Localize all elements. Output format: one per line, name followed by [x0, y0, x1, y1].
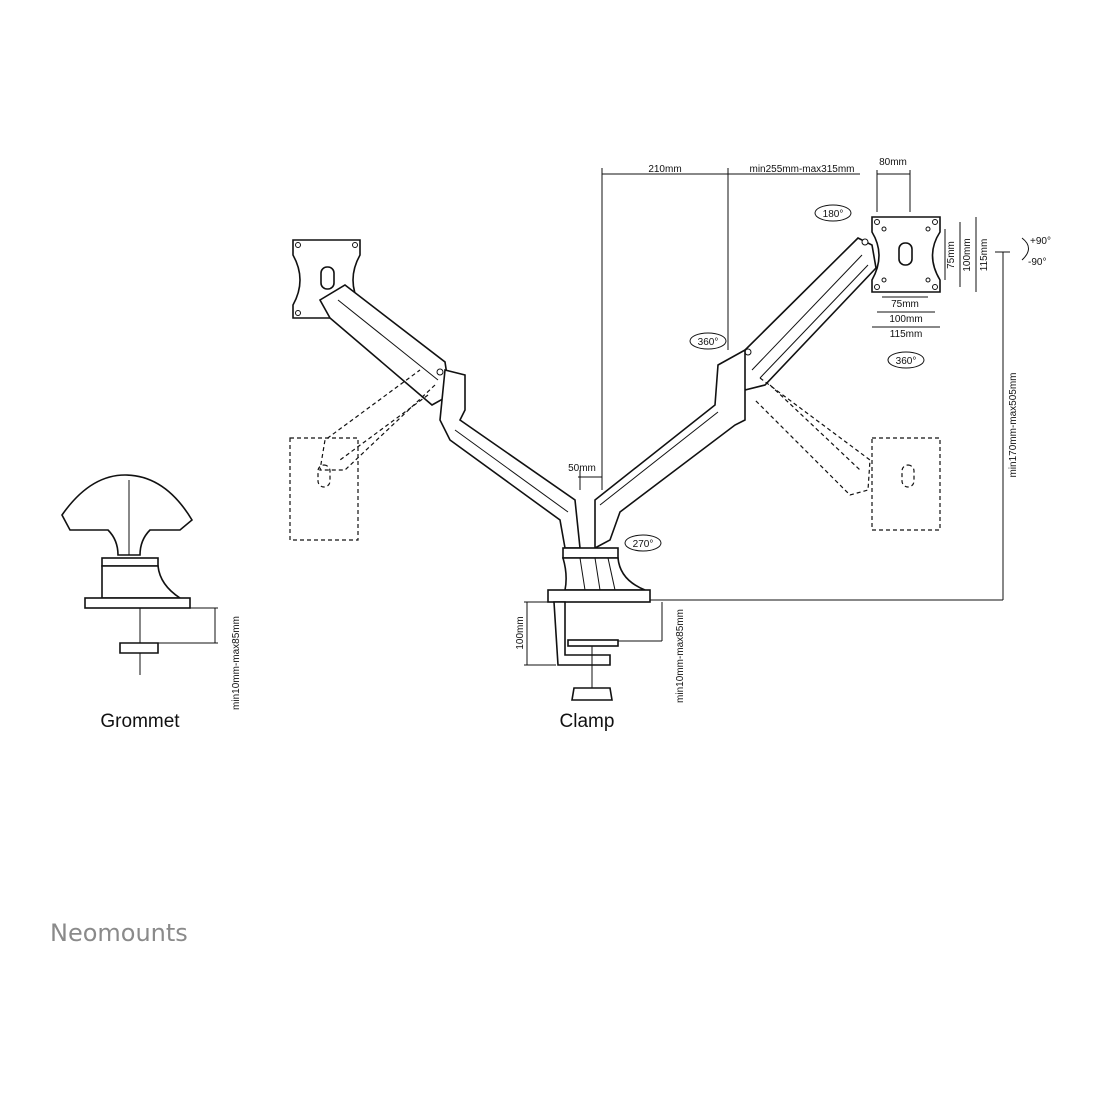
svg-text:270°: 270° — [633, 539, 654, 550]
vesa-75-horizontal-label: 75mm — [891, 299, 919, 310]
clamp-desk-range-label: min10mm-max85mm — [675, 609, 686, 703]
svg-text:180°: 180° — [823, 209, 844, 220]
rotation-badge-270: 270° — [624, 534, 662, 552]
left-arm-dashed-position — [319, 369, 436, 471]
vesa-75-vertical-label: 75mm — [946, 241, 957, 269]
tilt-minus-label: -90° — [1028, 257, 1046, 268]
clamp-caption: Clamp — [560, 711, 615, 732]
rotation-badge-360-arm: 360° — [689, 332, 727, 350]
right-upper-arm — [739, 237, 877, 391]
height-dimension-lines — [650, 251, 1010, 601]
grommet-desk-range-label: min10mm-max85mm — [231, 616, 242, 710]
grommet-caption: Grommet — [100, 711, 180, 732]
arm-extension-label: min255mm-max315mm — [749, 164, 854, 175]
plate-offset-label: 80mm — [879, 157, 907, 168]
tilt-plus-label: +90° — [1030, 236, 1051, 247]
left-dashed-vesa-plate — [289, 437, 359, 541]
vesa-100-horizontal-label: 100mm — [889, 314, 922, 325]
right-dashed-vesa-plate — [871, 437, 941, 531]
vesa-100-vertical-label: 100mm — [962, 238, 973, 271]
height-range-label: min170mm-max505mm — [1008, 372, 1019, 477]
rotation-badge-360-plate: 360° — [887, 351, 925, 369]
clamp-height-label: 100mm — [515, 616, 526, 649]
left-lower-arm — [439, 368, 581, 549]
pole-gap-label: 50mm — [568, 463, 596, 474]
vesa-115-vertical-label: 115mm — [979, 239, 990, 272]
clamp-base — [547, 547, 651, 603]
arm-offset-label: 210mm — [648, 164, 681, 175]
right-arm-dashed-position — [754, 377, 871, 496]
vesa-dimension-lines — [872, 217, 977, 328]
right-lower-arm — [594, 348, 746, 550]
grommet-mount — [61, 474, 194, 675]
rotation-badge-180: 180° — [814, 204, 852, 222]
vesa-115-horizontal-label: 115mm — [890, 329, 923, 340]
tilt-arc-icon — [1021, 237, 1029, 261]
right-vesa-plate — [871, 216, 941, 293]
top-dimension-lines — [601, 168, 911, 490]
left-upper-arm — [318, 284, 451, 406]
c-clamp — [553, 601, 619, 701]
svg-text:360°: 360° — [896, 356, 917, 367]
svg-text:360°: 360° — [698, 337, 719, 348]
brand-logo: Neomounts — [50, 919, 188, 947]
